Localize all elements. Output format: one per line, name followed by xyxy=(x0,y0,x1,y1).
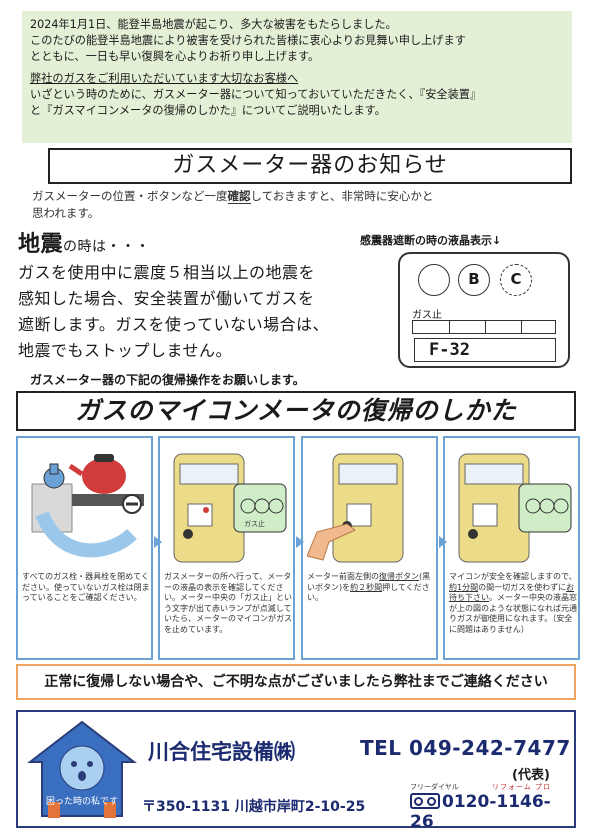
steps-panel: すべてのガス栓・器具栓を閉めてください。使っていないガス栓は閉まっていることをご… xyxy=(16,436,580,660)
mascot-house: 困った時の私です xyxy=(27,720,137,818)
earthquake-suffix: の時は・・・ xyxy=(63,239,151,255)
page-title: ガスメーター器のお知らせ xyxy=(48,148,572,184)
free-dial-number[interactable]: 0120-1146-26 xyxy=(410,792,551,832)
step-4-text: マイコンが安全を確認しますので、約1分間の間一切ガスを使わずにお待ち下さい。メー… xyxy=(449,572,577,635)
step-4-suffix: 。メーター中央の液晶窓が上の図のような状態になれば元通りガスが御使用になれます。… xyxy=(449,593,577,634)
intro-line-4: いざという時のために、ガスメーター器について知っておいていただきたく、『安全装置… xyxy=(30,88,482,101)
step-3-text: メーター前面左側の復帰ボタン(黒いボタン)を約２秒間押してください。 xyxy=(307,572,435,604)
earthquake-section: 地震の時は・・・ ガスを使用中に震度５相当以上の地震を 感知した場合、安全装置が… xyxy=(18,232,390,364)
step-3-press: 約２秒間 xyxy=(350,582,383,592)
intro-line-1: 2024年1月1日、能登半島地震が起こり、多大な被害をもたらしました。 xyxy=(30,18,397,31)
check-advice-emph: 確認 xyxy=(227,189,251,204)
reform-label: リフォーム プロ xyxy=(492,783,552,791)
step-4-wait2: お待ち下さい xyxy=(449,582,575,603)
step-arrow-3 xyxy=(439,536,447,548)
check-advice-line2: 思われます。 xyxy=(32,206,100,220)
earthquake-line-2: 感知した場合、安全装置が働いてガスを xyxy=(18,289,315,308)
intro-line-5: と『ガスマイコンメータの復帰のしかた』についてご説明いたします。 xyxy=(30,104,386,117)
free-dial[interactable]: 0120-1146-26 xyxy=(410,792,574,832)
hand-pointer-icon xyxy=(307,523,356,561)
free-dial-label: フリーダイヤル xyxy=(410,783,459,791)
step-1-illustration xyxy=(22,444,147,568)
step-2-illustration: ガス止 xyxy=(173,453,287,563)
company-name: 川合住宅設備㈱ xyxy=(148,740,295,764)
lcd-error-code: F-32 xyxy=(414,338,556,362)
step-3-button: 復帰ボタン xyxy=(379,572,419,581)
step-3: メーター前面左側の復帰ボタン(黒いボタン)を約２秒間押してください。 xyxy=(301,436,438,660)
check-advice: ガスメーターの位置・ボタンなど一度確認しておきますと、非常時に安心かと 思われま… xyxy=(32,188,572,222)
lcd-blank-circle xyxy=(418,264,450,296)
step-3-suffix: 押してください。 xyxy=(307,582,430,603)
earthquake-word: 地震 xyxy=(18,232,64,257)
howto-title: ガスのマイコンメータの復帰のしかた xyxy=(16,391,576,431)
contact-note: 正常に復帰しない場合や、ご不明な点がございましたら弊社までご連絡ください xyxy=(16,664,576,700)
step-1-text: すべてのガス栓・器具栓を閉めてください。使っていないガス栓は閉まっていることをご… xyxy=(22,572,150,602)
earthquake-line-3: 遮断します。ガスを使っていない場合は、 xyxy=(18,315,330,334)
company-address: 〒350-1131 川越市岸町2-10-25 xyxy=(142,799,366,815)
phone-icon xyxy=(410,793,440,809)
step-4: マイコンが安全を確認しますので、約1分間の間一切ガスを使わずにお待ち下さい。メー… xyxy=(443,436,580,660)
gas-valve-icon xyxy=(43,463,65,489)
step-2: ガス止 ガスメーターの所へ行って、メーターの液晶の表示を確認してください。メータ… xyxy=(158,436,295,660)
check-advice-after: しておきますと、非常時に安心かと xyxy=(250,189,434,203)
step-arrow-1 xyxy=(154,536,162,548)
lcd-display: B C ガス止 F-32 xyxy=(398,252,570,368)
step-4-mid: の間一切ガスを使わずに xyxy=(478,582,567,592)
lcd-c-circle: C xyxy=(500,264,532,296)
step-2-text: ガスメーターの所へ行って、メーターの液晶の表示を確認してください。メーター中央の… xyxy=(164,572,292,634)
company-footer: 困った時の私です 川合住宅設備㈱ TEL 049-242-7477 (代表) 〒… xyxy=(16,710,576,832)
operation-note: ガスメーター器の下記の復帰操作をお願いします。 xyxy=(30,373,305,387)
step-3-mid: を xyxy=(342,582,351,592)
step-arrow-2 xyxy=(296,536,304,548)
kettle-icon xyxy=(68,454,126,494)
company-tel[interactable]: TEL 049-242-7477 xyxy=(360,736,571,760)
step-4-illustration xyxy=(458,453,572,563)
step-1: すべてのガス栓・器具栓を閉めてください。使っていないガス栓は閉まっていることをご… xyxy=(16,436,153,660)
lcd-gas-stop-label: ガス止 xyxy=(412,310,442,321)
lcd-segment-row xyxy=(412,320,556,334)
step-4-prefix: マイコンが安全を確認しますので、 xyxy=(449,572,577,581)
intro-heading: 弊社のガスをご利用いただいています大切なお客様へ xyxy=(30,72,299,85)
intro-message: 2024年1月1日、能登半島地震が起こり、多大な被害をもたらしました。 このたび… xyxy=(22,11,572,143)
lcd-b-circle: B xyxy=(458,264,490,296)
step-3-illustration xyxy=(307,453,404,563)
step-2-panel-label: ガス止 xyxy=(244,519,265,528)
check-advice-before: ガスメーターの位置・ボタンなど一度 xyxy=(32,189,228,203)
step-3-prefix: メーター前面左側の xyxy=(307,572,379,581)
mascot-text: 困った時の私です xyxy=(46,796,118,807)
step-4-wait: 約1分間 xyxy=(449,582,479,592)
tel-rep-label: (代表) xyxy=(512,768,550,783)
lcd-caption: 感震器遮断の時の液晶表示↓ xyxy=(360,234,502,247)
earthquake-line-1: ガスを使用中に震度５相当以上の地震を xyxy=(18,263,316,282)
intro-line-2: このたびの能登半島地震により被害を受けられた皆様に衷心よりお見舞い申し上げます xyxy=(30,34,466,47)
intro-line-3: とともに、一日も早い復興を心よりお祈り申し上げます。 xyxy=(30,50,320,63)
step-3-paren: (黒いボタン) xyxy=(307,572,431,592)
earthquake-line-4: 地震でもストップしません。 xyxy=(18,341,233,360)
